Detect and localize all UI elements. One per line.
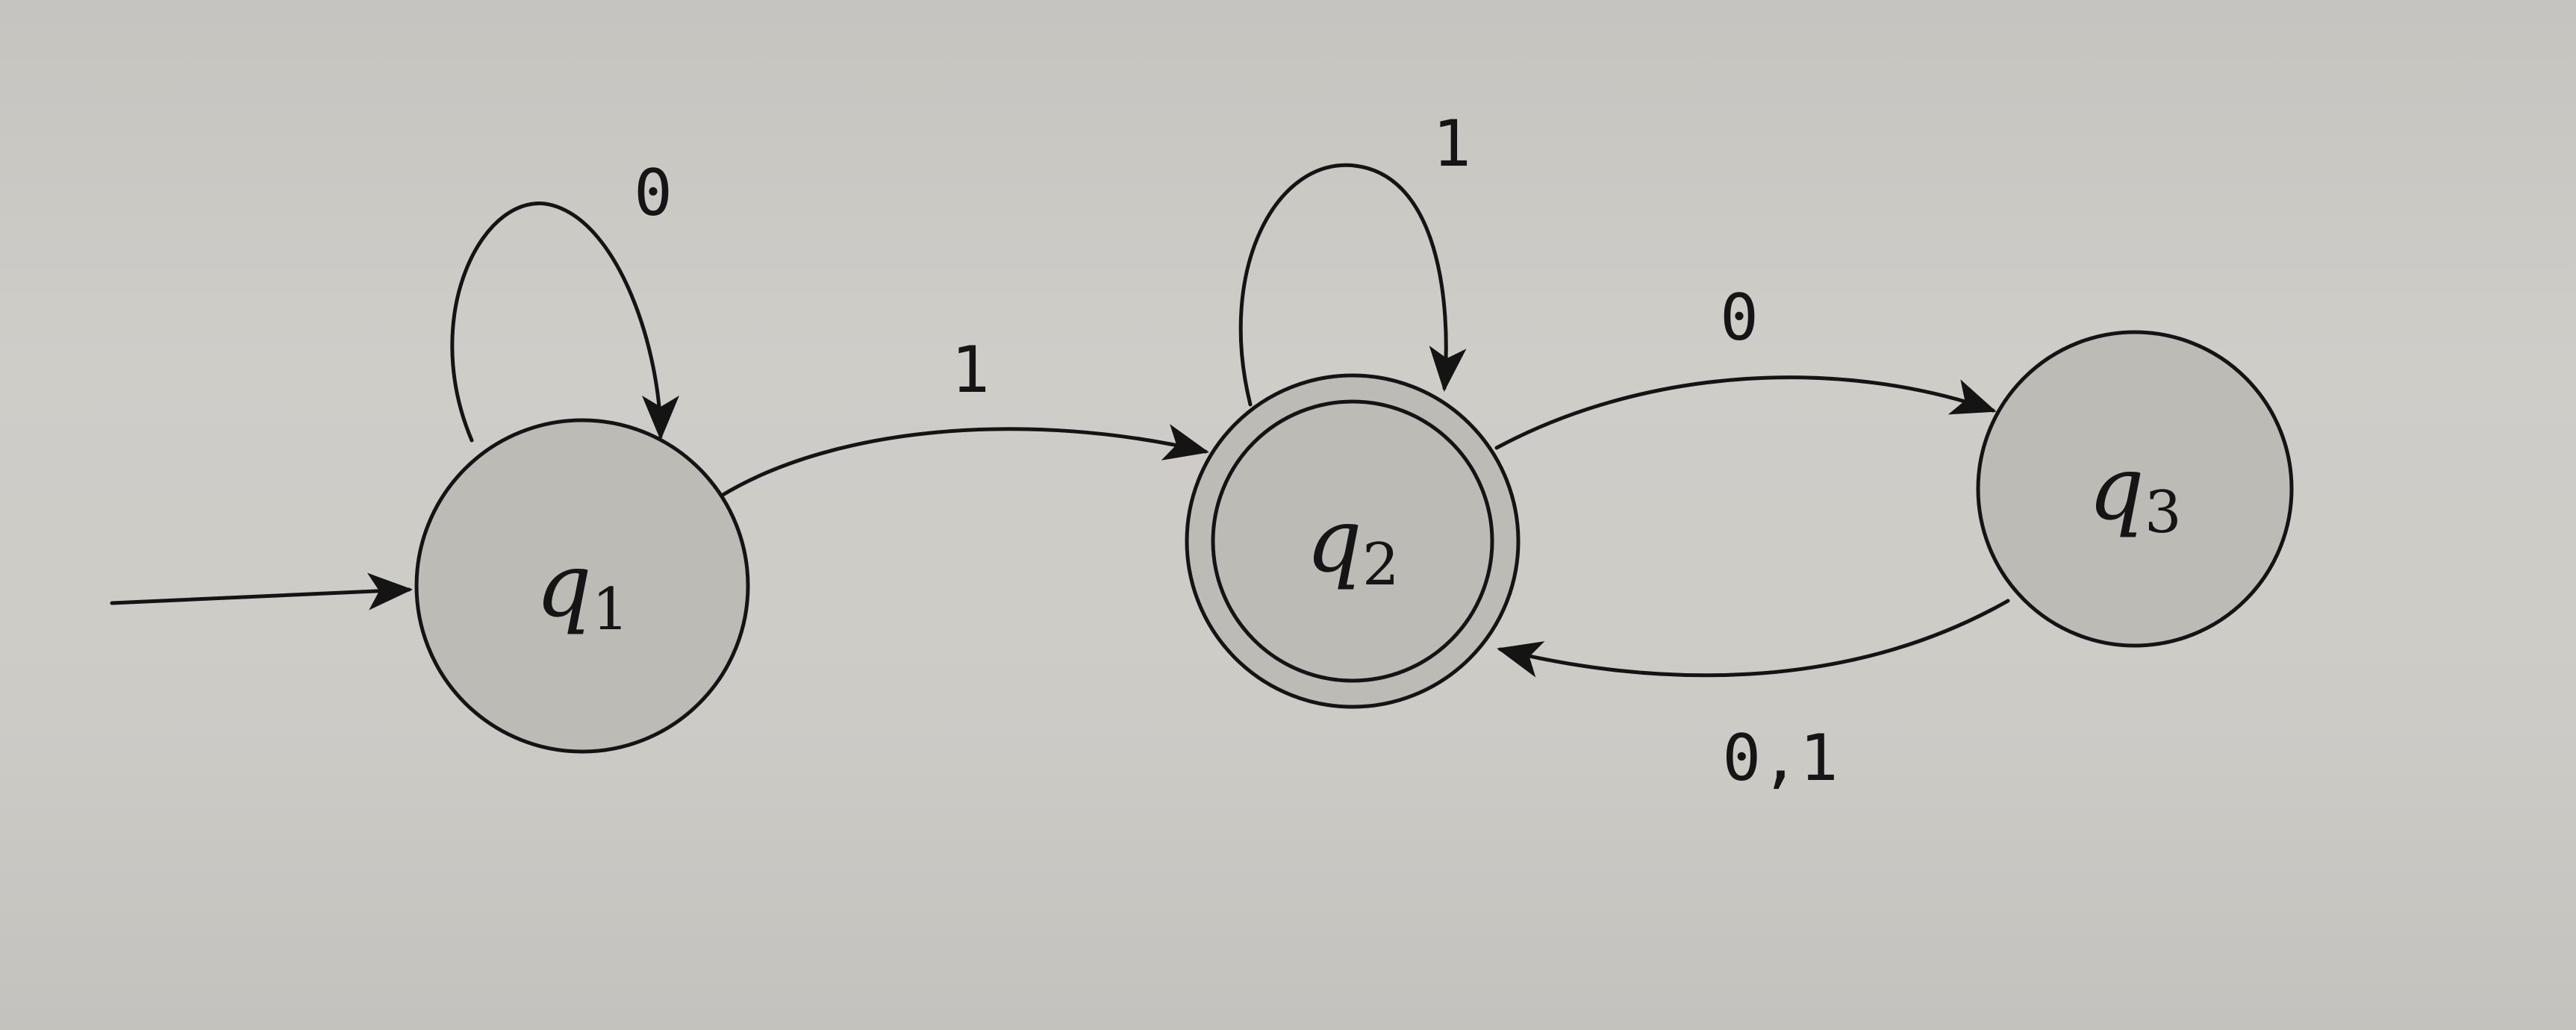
state-q3-label: q3 xyxy=(2088,437,2181,546)
state-q1-label: q1 xyxy=(535,534,629,643)
label-q2-to-q3: 0 xyxy=(1720,281,1759,355)
edge-q1-self-loop xyxy=(450,202,679,443)
state-q3-label-sub: 3 xyxy=(2145,479,2182,546)
state-q2-label-main: q xyxy=(1306,489,1362,592)
edge-q3-to-q2 xyxy=(1497,599,2010,678)
state-q1-circle xyxy=(414,418,750,754)
state-q2-label: q2 xyxy=(1306,489,1399,599)
label-q1-to-q2: 1 xyxy=(951,333,990,408)
label-q3-to-q2: 0,1 xyxy=(1722,721,1838,796)
state-q1-label-main: q xyxy=(535,534,592,637)
state-q2: q2 xyxy=(1185,373,1521,709)
edge-q2-to-q3 xyxy=(1494,375,1997,450)
state-q2-outer-circle xyxy=(1185,373,1521,709)
edge-q2-self-loop xyxy=(1238,163,1467,407)
edge-q1-to-q2 xyxy=(718,424,1209,499)
state-q1-label-sub: 1 xyxy=(592,576,629,643)
state-q3-label-main: q xyxy=(2088,437,2145,540)
label-q1-self-loop: 0 xyxy=(634,156,673,231)
state-q3-circle xyxy=(1976,330,2294,648)
state-q2-accept-ring xyxy=(1211,399,1494,683)
state-q1: q1 xyxy=(414,418,750,754)
state-q3: q3 xyxy=(1976,330,2294,648)
label-q2-self-loop: 1 xyxy=(1432,107,1471,181)
state-q2-label-sub: 2 xyxy=(1362,531,1400,599)
start-arrow xyxy=(110,572,413,611)
